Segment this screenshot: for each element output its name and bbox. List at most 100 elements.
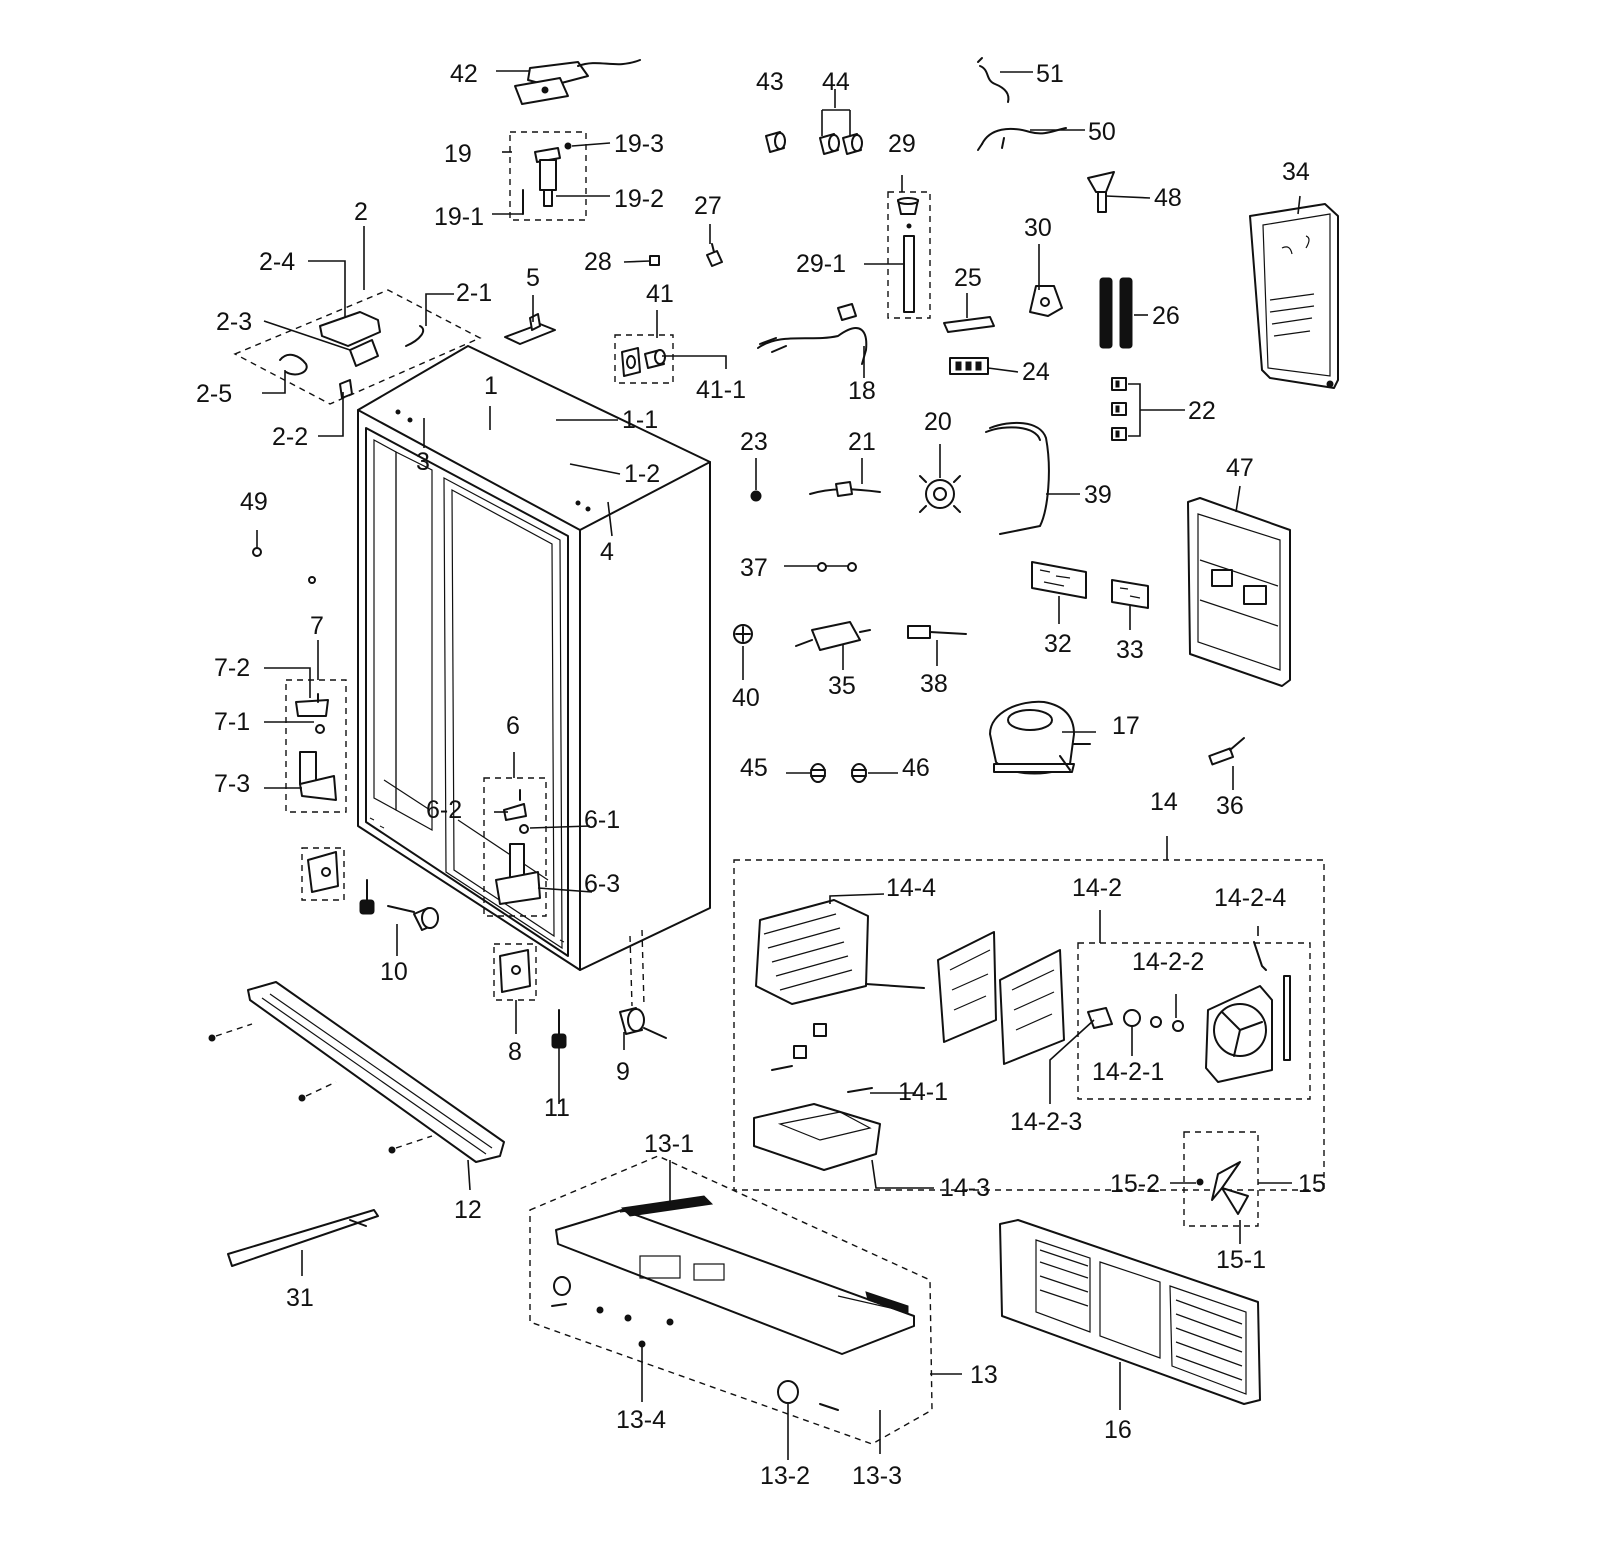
part-label: 14-3: [940, 1174, 990, 1202]
part-5-bracket: [504, 313, 556, 345]
cabinet-body: [357, 345, 711, 971]
part-label: 13-2: [760, 1462, 810, 1490]
part-label: 15-2: [1110, 1170, 1160, 1198]
part-label: 12: [454, 1196, 482, 1224]
part-label: 2-5: [196, 380, 232, 408]
part-33-pcb: [1111, 579, 1149, 609]
part-label: 24: [1022, 358, 1050, 386]
part-17-compressor: [989, 700, 1091, 775]
part-25-strip: [943, 316, 995, 333]
part-39-tube: [985, 421, 1050, 535]
part-40-disc: [733, 624, 753, 644]
part-19-valve-assembly: [509, 131, 587, 221]
part-label: 7: [310, 612, 324, 640]
part-label: 14-2-1: [1092, 1058, 1164, 1086]
part-label: 9: [616, 1058, 630, 1086]
part-2-hinge-cover-group: [233, 289, 482, 405]
part-label: 14-4: [886, 874, 936, 902]
part-label: 1-2: [624, 460, 660, 488]
part-label: 45: [740, 754, 768, 782]
part-7-bracket-lower: [301, 847, 345, 901]
part-36-sensor: [1208, 737, 1245, 766]
part-label: 7-1: [214, 708, 250, 736]
part-18-wire-harness: [757, 303, 868, 365]
part-32-pcb: [1031, 561, 1087, 599]
part-label: 4: [600, 538, 614, 566]
part-51-wire-harness: [977, 57, 1010, 103]
part-label: 41-1: [696, 376, 746, 404]
part-label: 8: [508, 1038, 522, 1066]
part-45-grommet: [810, 763, 826, 783]
part-label: 3: [416, 448, 430, 476]
part-label: 42: [450, 60, 478, 88]
part-label: 28: [584, 248, 612, 276]
part-9-roller: [619, 1007, 667, 1039]
part-12-front-grille: [208, 981, 505, 1163]
part-label: 14-2-3: [1010, 1108, 1082, 1136]
part-label: 14-2-4: [1214, 884, 1286, 912]
part-16-rear-cover: [999, 1219, 1261, 1405]
part-label: 39: [1084, 481, 1112, 509]
part-label: 14-2: [1072, 874, 1122, 902]
part-31-rail: [227, 1209, 379, 1267]
part-small-washer: [308, 576, 316, 584]
part-label: 14-2-2: [1132, 948, 1204, 976]
part-label: 16: [1104, 1416, 1132, 1444]
part-label: 23: [740, 428, 768, 456]
part-label: 35: [828, 672, 856, 700]
part-48-nozzle: [1087, 171, 1115, 213]
part-label: 13: [970, 1361, 998, 1389]
part-26-gasket-pair: [1099, 277, 1133, 349]
part-label: 15: [1298, 1170, 1326, 1198]
part-41-fitting: [614, 334, 674, 384]
part-label: 1-1: [622, 406, 658, 434]
part-label: 2-4: [259, 248, 295, 276]
part-label: 36: [1216, 792, 1244, 820]
part-14-evaporator-group: [733, 859, 1325, 1191]
part-label: 46: [902, 754, 930, 782]
part-label: 2: [354, 198, 368, 226]
part-49-pin: [252, 530, 262, 557]
part-label: 10: [380, 958, 408, 986]
part-35-module: [795, 621, 871, 651]
part-50-wire-harness: [977, 127, 1067, 151]
part-label: 44: [822, 68, 850, 96]
leader-lines: [262, 70, 1301, 1460]
part-label: 2-2: [272, 423, 308, 451]
part-label: 40: [732, 684, 760, 712]
part-label: 49: [240, 488, 268, 516]
vertical-dashed-guide: [629, 929, 645, 1007]
part-label: 13-1: [644, 1130, 694, 1158]
part-label: 6-1: [584, 806, 620, 834]
part-13-base-plate-group: [529, 1155, 933, 1445]
part-label: 14-1: [898, 1078, 948, 1106]
part-label: 30: [1024, 214, 1052, 242]
part-8-bracket: [493, 943, 537, 1001]
part-label: 1: [484, 372, 498, 400]
part-label: 43: [756, 68, 784, 96]
part-label: 47: [1226, 454, 1254, 482]
part-43-cap: [765, 131, 786, 153]
part-21-tube: [809, 481, 881, 497]
part-label: 19-3: [614, 130, 664, 158]
part-label: 48: [1154, 184, 1182, 212]
part-23-dot: [750, 490, 762, 502]
part-11-leveling-leg: [551, 1009, 567, 1049]
part-20-valve: [919, 475, 961, 513]
part-label: 32: [1044, 630, 1072, 658]
part-label: 33: [1116, 636, 1144, 664]
part-15-fan-group: [1183, 1131, 1259, 1227]
part-label: 17: [1112, 712, 1140, 740]
part-label: 29-1: [796, 250, 846, 278]
part-label: 5: [526, 264, 540, 292]
part-label: 6-3: [584, 870, 620, 898]
part-label: 37: [740, 554, 768, 582]
part-6-hinge-group: [483, 777, 547, 917]
part-38-probe: [907, 625, 967, 639]
part-label: 50: [1088, 118, 1116, 146]
part-label: 2-3: [216, 308, 252, 336]
part-label: 15-1: [1216, 1246, 1266, 1274]
part-label: 6: [506, 712, 520, 740]
part-label: 2-1: [456, 279, 492, 307]
